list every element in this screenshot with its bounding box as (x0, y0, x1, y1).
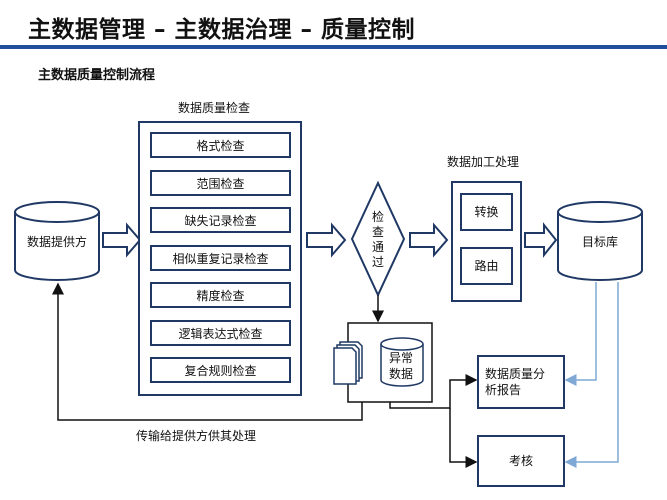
check-item-missing: 缺失记录检查 (150, 207, 291, 233)
arrow-to-processing (409, 222, 449, 258)
data-provider-cylinder (14, 201, 100, 281)
exception-label-line2: 数据 (389, 367, 414, 381)
arrow-target-to-report (564, 282, 597, 386)
data-provider-label: 数据提供方 (26, 234, 87, 249)
check-item-composite: 复合规则检查 (150, 357, 291, 383)
target-db-cylinder (557, 201, 643, 281)
decision-char-4: 过 (372, 255, 385, 269)
routing-box (460, 247, 513, 285)
decision-char-3: 通 (372, 240, 385, 254)
routing-label: 路由 (474, 258, 499, 273)
arrow-to-decision (306, 222, 347, 258)
processing-title: 数据加工处理 (447, 155, 520, 169)
quality-check-title: 数据质量检查 (178, 101, 251, 115)
exception-data-cylinder (380, 337, 424, 387)
decision-char-2: 查 (372, 225, 385, 239)
transform-box (460, 193, 513, 231)
decision-char-1: 检 (372, 210, 385, 224)
report-label-line2: 析报告 (485, 383, 522, 397)
diagram-subtitle: 主数据质量控制流程 (38, 68, 156, 83)
arrow-target-to-assessment (564, 282, 619, 468)
quality-report-box (477, 355, 565, 409)
check-item-duplicate: 相似重复记录检查 (150, 245, 291, 271)
arrow-to-target (524, 222, 558, 258)
check-item-format: 格式检查 (150, 132, 291, 158)
check-item-precision: 精度检查 (150, 282, 291, 308)
page-title: 主数据管理 – 主数据治理 – 质量控制 (28, 17, 416, 43)
check-item-logic: 逻辑表达式检查 (150, 320, 291, 346)
assessment-label: 考核 (508, 453, 533, 468)
target-db-label: 目标库 (581, 234, 618, 249)
arrow-to-quality-check (102, 222, 142, 258)
arrow-exception-to-assessment (449, 408, 478, 468)
exception-label-line1: 异常 (389, 351, 414, 365)
check-item-range: 范围检查 (150, 170, 291, 196)
title-divider (0, 45, 667, 49)
assessment-box (477, 435, 565, 487)
transform-label: 转换 (474, 204, 499, 219)
report-label-line1: 数据质量分 (485, 367, 546, 381)
documents-icon (333, 341, 363, 385)
arrow-feedback-to-provider (52, 282, 363, 421)
feedback-label: 传输给提供方供其处理 (136, 429, 257, 443)
